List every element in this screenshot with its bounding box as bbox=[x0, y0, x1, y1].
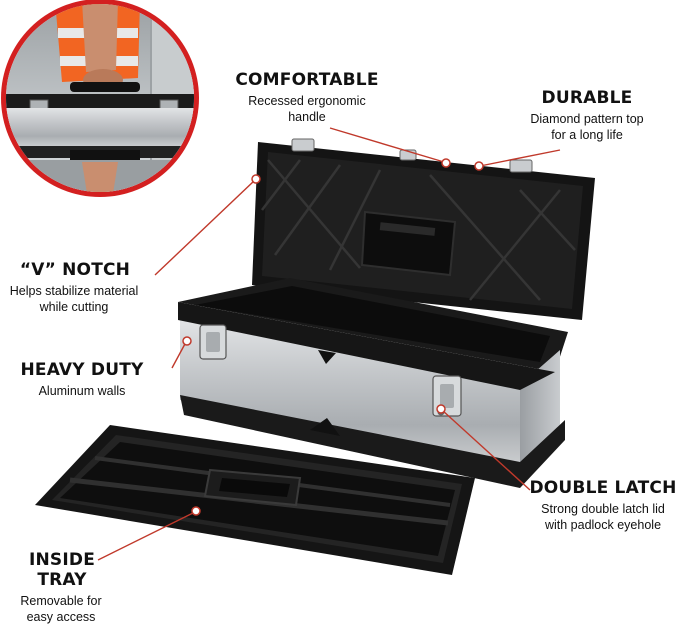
callout-line-durable bbox=[479, 149, 561, 167]
feature-v-notch: “V” NOTCH Helps stabilize material while… bbox=[0, 260, 150, 315]
callout-line-inside-tray bbox=[97, 511, 196, 561]
toolbox-lid bbox=[252, 138, 595, 320]
callout-line-double-latch bbox=[441, 409, 531, 491]
feature-description: Aluminum walls bbox=[38, 384, 126, 398]
callout-lines bbox=[97, 127, 561, 561]
feature-heading: INSIDE TRAY bbox=[28, 550, 96, 590]
removable-tray bbox=[35, 425, 475, 575]
callout-dots bbox=[182, 158, 484, 516]
toolbox-body bbox=[178, 278, 568, 488]
feature-description: Recessed ergonomic handle bbox=[248, 94, 366, 124]
feature-heading: DURABLE bbox=[541, 88, 633, 108]
feature-inside-tray: INSIDE TRAY Removable for easy access bbox=[12, 550, 112, 625]
feature-description: Helps stabilize material while cutting bbox=[9, 284, 139, 314]
feature-durable: DURABLE Diamond pattern top for a long l… bbox=[512, 88, 662, 143]
latch-left bbox=[199, 324, 227, 360]
feature-description: Removable for easy access bbox=[20, 594, 102, 624]
feature-description: Diamond pattern top for a long life bbox=[530, 112, 644, 142]
callout-line-comfortable bbox=[329, 127, 445, 163]
feature-heading: DOUBLE LATCH bbox=[529, 478, 677, 498]
handle-closeup-inset bbox=[1, 0, 199, 197]
feature-double-latch: DOUBLE LATCH Strong double latch lid wit… bbox=[528, 478, 678, 533]
feature-comfortable: COMFORTABLE Recessed ergonomic handle bbox=[222, 70, 392, 125]
feature-heading: HEAVY DUTY bbox=[20, 360, 144, 380]
feature-heading: “V” NOTCH bbox=[19, 260, 131, 280]
feature-heavy-duty: HEAVY DUTY Aluminum walls bbox=[18, 360, 146, 399]
feature-heading: COMFORTABLE bbox=[235, 70, 379, 90]
callout-line-heavy-duty bbox=[171, 341, 187, 369]
feature-description: Strong double latch lid with padlock eye… bbox=[541, 502, 665, 532]
callout-line-v-notch bbox=[154, 179, 256, 276]
